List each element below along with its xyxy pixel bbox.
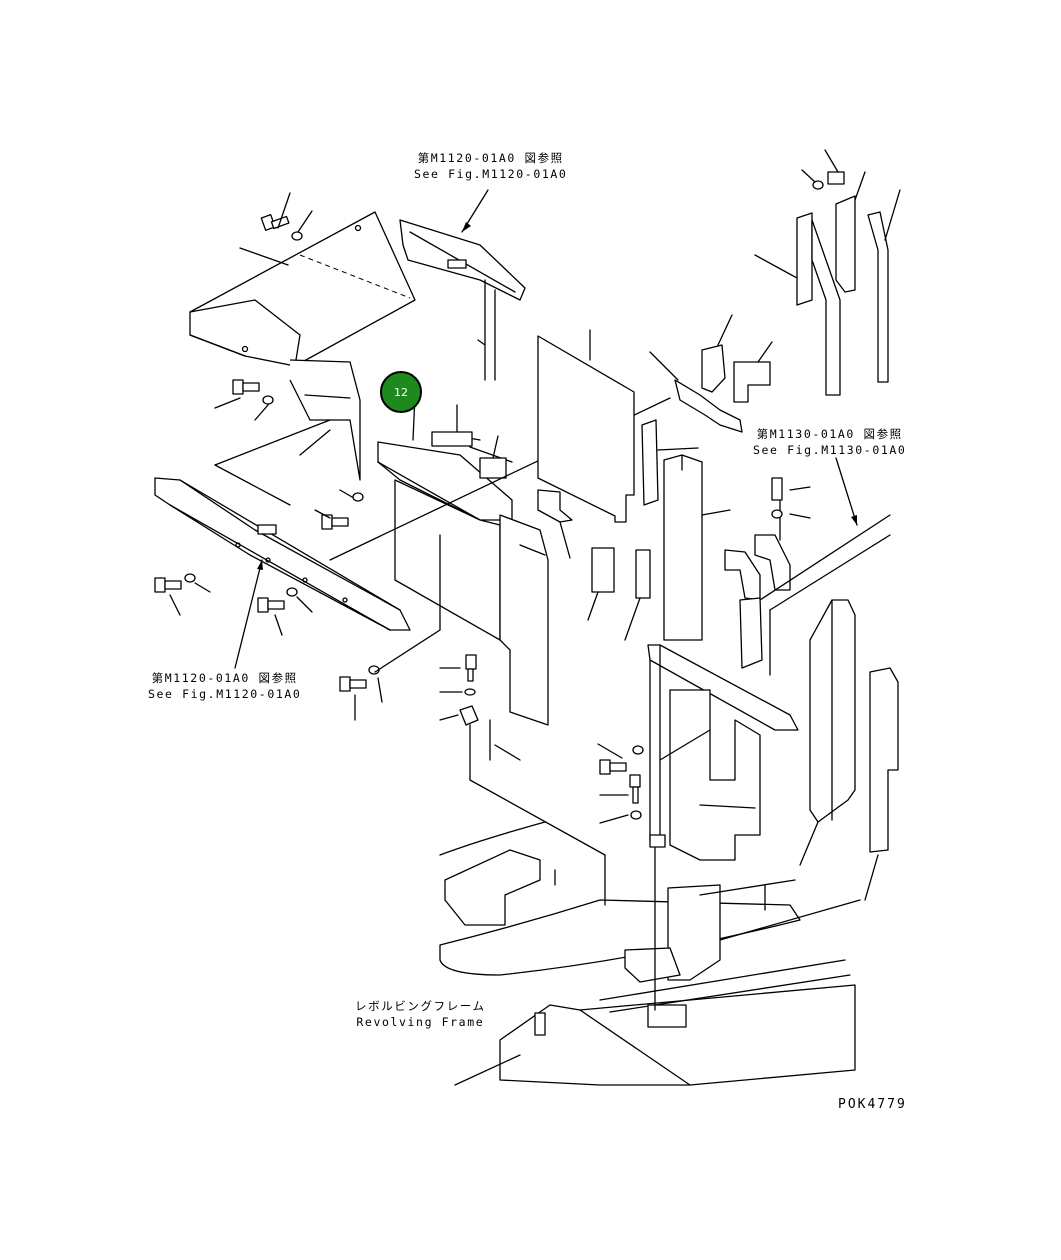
reference-caption-top-ja: 第M1120-01A0 図参照 [417, 151, 564, 165]
right-mount [724, 477, 891, 676]
reference-caption-top[interactable]: 第M1120-01A0 図参照 See Fig.M1120-01A0 [414, 150, 567, 182]
reference-caption-left-en: See Fig.M1120-01A0 [148, 687, 302, 701]
bolts-lower-center [597, 743, 644, 824]
reference-caption-right-ja: 第M1130-01A0 図参照 [756, 427, 903, 441]
revolving-frame-label: レボルビングフレーム Revolving Frame [355, 998, 486, 1030]
revolving-frame [439, 821, 861, 1086]
drawing-id: POK4779 [838, 1097, 907, 1112]
reference-caption-left[interactable]: 第M1120-01A0 図参照 See Fig.M1120-01A0 [148, 670, 301, 702]
tall-panel [537, 329, 635, 559]
bolt-lower-left [339, 665, 383, 721]
bolt-top-left [260, 192, 313, 241]
revolving-frame-label-ja: レボルビングフレーム [355, 999, 486, 1013]
lower-frame [647, 644, 799, 861]
bolt-center-left [314, 489, 364, 530]
part-callout-label: 12 [394, 385, 408, 399]
small-column-parts [439, 654, 711, 856]
center-panel [377, 394, 549, 726]
small-blocks [587, 547, 651, 641]
revolving-frame-label-en: Revolving Frame [356, 1015, 485, 1029]
right-tall-pieces [799, 599, 899, 901]
reference-caption-top-en: See Fig.M1120-01A0 [414, 167, 568, 181]
reference-arrows [234, 189, 858, 669]
bolt-left-middle [214, 379, 331, 456]
bolt-rail-1 [154, 573, 211, 616]
left-rail [154, 477, 411, 631]
upper-right-brackets [649, 314, 773, 433]
reference-caption-right[interactable]: 第M1130-01A0 図参照 See Fig.M1130-01A0 [753, 426, 906, 458]
reference-caption-right-en: See Fig.M1130-01A0 [753, 443, 907, 457]
right-top-strips [754, 149, 901, 396]
reference-caption-left-ja: 第M1120-01A0 図参照 [151, 671, 298, 685]
center-bracket [214, 359, 361, 506]
part-callout-12[interactable]: 12 [380, 371, 422, 413]
vertical-strips [641, 419, 731, 641]
bolt-rail-2 [257, 587, 313, 636]
top-bracket [399, 219, 526, 381]
